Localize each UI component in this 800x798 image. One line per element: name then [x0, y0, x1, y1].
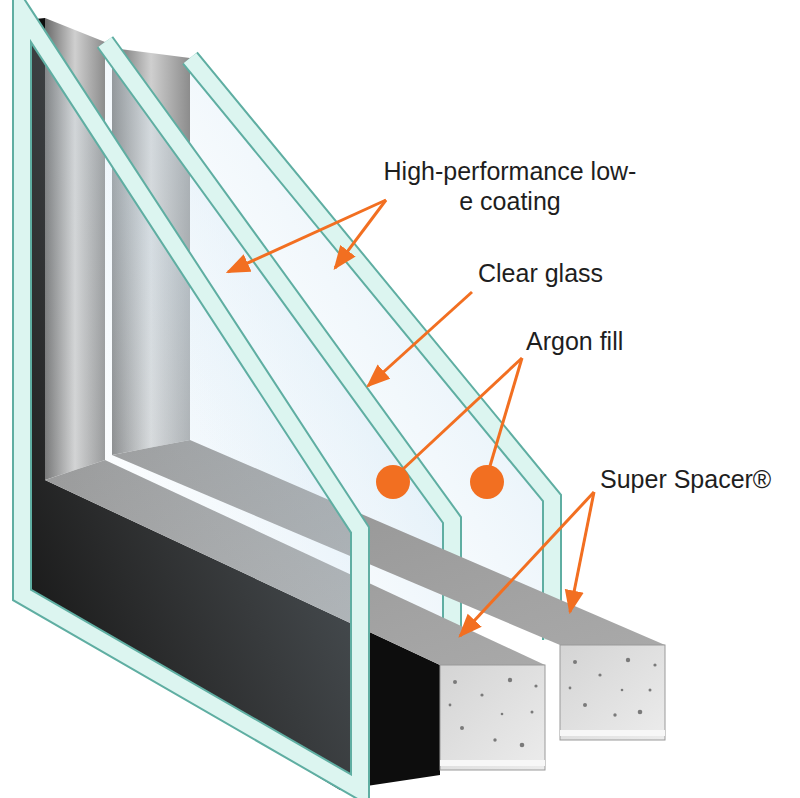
front-spacer-end: [440, 665, 545, 770]
callout-label: Argon fill: [526, 326, 726, 356]
dot: [649, 689, 652, 692]
leader-line: [570, 492, 594, 612]
dot: [501, 713, 504, 716]
dot: [520, 743, 525, 748]
spacer-foil: [440, 760, 545, 766]
front-pane-face: [22, 12, 360, 790]
dot: [598, 673, 601, 676]
dot: [626, 658, 630, 662]
dot: [534, 684, 537, 687]
dot: [613, 713, 616, 716]
dot: [460, 726, 464, 730]
dot: [493, 738, 496, 741]
spacer-foil: [560, 730, 665, 736]
desiccant-dots: [449, 678, 538, 748]
leader-line: [460, 492, 594, 636]
front-pane-edge: [22, 12, 360, 790]
leader-line: [402, 358, 522, 470]
leader-line: [368, 292, 472, 386]
dot: [453, 680, 457, 684]
argon-marker: [470, 465, 504, 499]
callout-label: Super Spacer®: [600, 464, 795, 494]
desiccant-dots: [569, 658, 657, 717]
callout-label: Clear glass: [478, 258, 678, 288]
leader-line: [490, 358, 522, 466]
dot: [531, 711, 534, 714]
rear-spacer-end: [560, 645, 665, 740]
dot: [573, 660, 577, 664]
dot: [638, 710, 643, 715]
front-pane-edge: [22, 12, 360, 790]
dot: [621, 689, 624, 692]
dot: [583, 703, 587, 707]
dot: [653, 663, 656, 666]
leader-line: [228, 200, 386, 272]
dot: [449, 704, 452, 707]
callout-label: High-performance low-e coating: [380, 156, 640, 216]
leader-line: [335, 200, 386, 268]
argon-marker: [376, 465, 410, 499]
dot: [569, 687, 572, 690]
dot: [480, 693, 483, 696]
dot: [508, 678, 512, 682]
